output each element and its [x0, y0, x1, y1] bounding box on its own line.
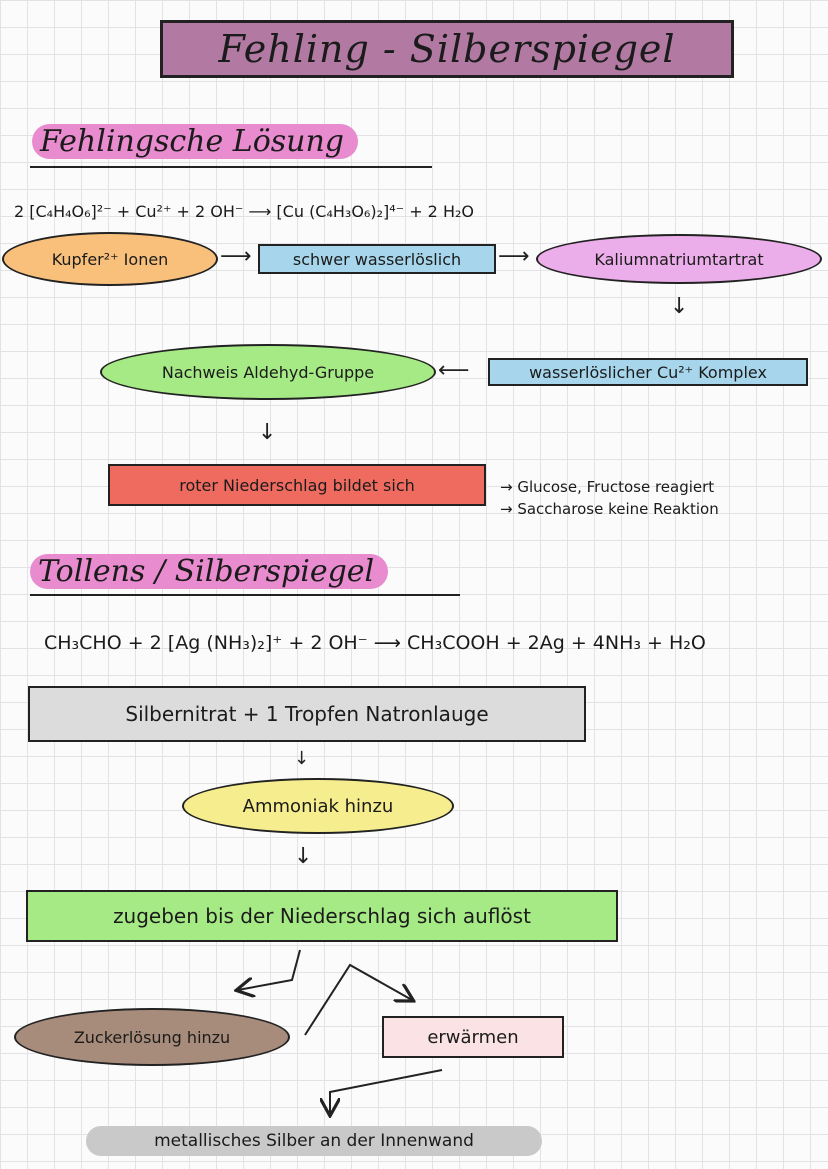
- arrow-down-icon: ↓: [670, 294, 689, 319]
- arrow-down-icon: ↓: [258, 420, 277, 445]
- page-title: Fehling - Silberspiegel: [160, 20, 734, 78]
- arrow-down-icon: ↓: [294, 748, 310, 769]
- nachweis-aldehyd-oval: Nachweis Aldehyd-Gruppe: [100, 344, 436, 400]
- cu-komplex-box: wasserlöslicher Cu²⁺ Komplex: [488, 358, 808, 386]
- note-glucose-fructose: → Glucose, Fructose reagiert: [500, 478, 715, 496]
- kupfer-ionen-oval: Kupfer²⁺ Ionen: [2, 232, 218, 286]
- zuckerloesung-oval: Zuckerlösung hinzu: [14, 1008, 290, 1066]
- note-saccharose: → Saccharose keine Reaktion: [500, 500, 719, 518]
- fehling-equation: 2 [C₄H₄O₆]²⁻ + Cu²⁺ + 2 OH⁻ ⟶ [Cu (C₄H₃O…: [14, 202, 474, 221]
- zugeben-box: zugeben bis der Niederschlag sich auflös…: [26, 890, 618, 942]
- schwer-wasserloeslich-box: schwer wasserlöslich: [258, 244, 496, 274]
- tollens-heading-underline: [30, 594, 460, 596]
- tollens-equation: CH₃CHO + 2 [Ag (NH₃)₂]⁺ + 2 OH⁻ ⟶ CH₃COO…: [44, 632, 706, 654]
- arrow-right-icon: ⟶: [220, 244, 252, 269]
- kaliumnatriumtartrat-oval: Kaliumnatriumtartrat: [536, 234, 822, 284]
- silbernitrat-box: Silbernitrat + 1 Tropfen Natronlauge: [28, 686, 586, 742]
- erwaermen-box: erwärmen: [382, 1016, 564, 1058]
- arrow-right-icon: ⟶: [498, 244, 530, 269]
- tollens-heading: Tollens / Silberspiegel: [30, 554, 389, 589]
- arrow-left-icon: ⟵: [438, 358, 470, 383]
- ammoniak-oval: Ammoniak hinzu: [182, 778, 454, 834]
- fehling-heading-underline: [30, 166, 432, 168]
- fehling-heading: Fehlingsche Lösung: [32, 124, 358, 159]
- roter-niederschlag-box: roter Niederschlag bildet sich: [108, 464, 486, 506]
- arrow-down-icon: ↓: [294, 844, 313, 869]
- metallisches-silber-pill: metallisches Silber an der Innenwand: [86, 1126, 542, 1156]
